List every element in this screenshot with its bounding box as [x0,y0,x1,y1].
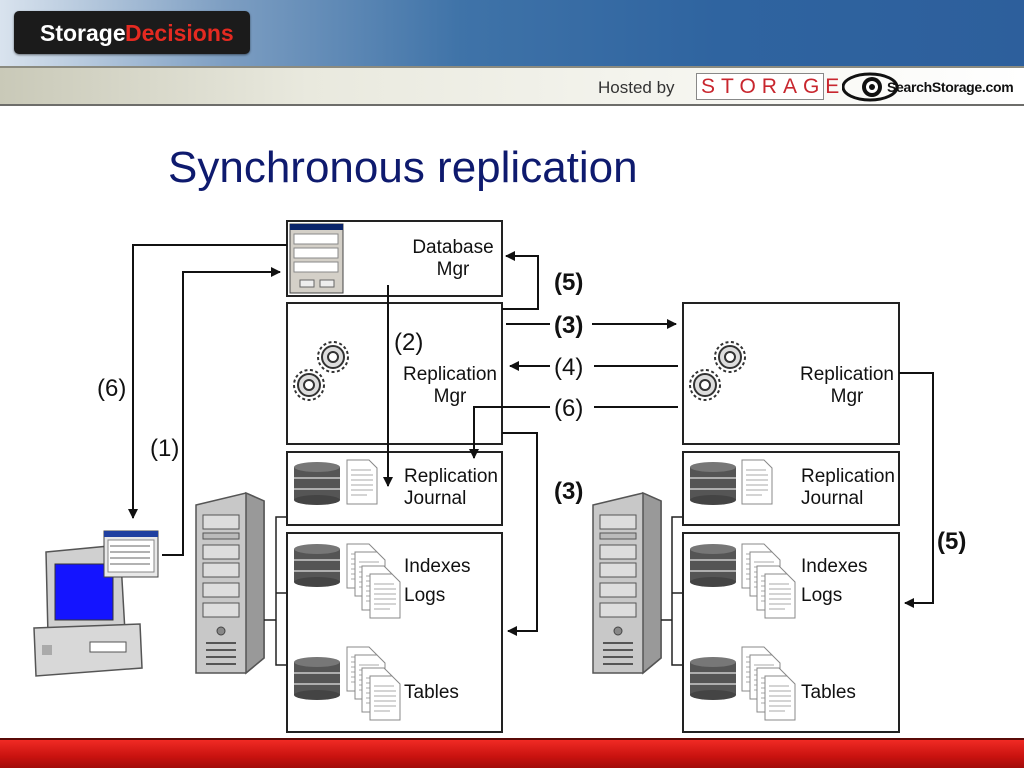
storage-magazine-logo: STORAGE [696,73,839,100]
searchstorage-logo-text: SearchStorage.com [887,79,1014,95]
label-line: Logs [801,585,842,606]
step-3-top-label: (3) [554,312,583,339]
footer-bar [0,738,1024,768]
step-5-top-label: (5) [554,269,583,296]
label-line: Mgr [434,386,467,407]
step-1-label: (1) [150,435,179,462]
label-line: Replication [403,364,497,385]
primary-tables-label: Tables [404,682,459,703]
hosted-by-label: Hosted by [598,78,675,97]
primary-replication-mgr-box [286,302,503,445]
step-2-label: (2) [394,329,423,356]
database-cylinder-icon [689,461,737,506]
database-cylinder-icon [689,543,737,588]
database-cylinder-icon [689,656,737,701]
database-cylinder-icon [293,461,341,506]
step-3-mid-label: (3) [554,478,583,505]
app-window-icon [289,223,344,294]
label-line: Indexes [801,556,868,577]
label-line: Replication [801,466,895,487]
label-line: Indexes [404,556,471,577]
top-banner: Storage Decisions [0,0,1024,66]
label-line: Mgr [831,386,864,407]
label-line: Logs [404,585,445,606]
database-cylinder-icon [293,543,341,588]
step-6-left-label: (6) [97,375,126,402]
storage-logo-text: STORAGE [701,75,846,98]
logo-word-decisions: Decisions [125,20,234,46]
label-line: Replication [404,466,498,487]
searchstorage-eye-icon [842,72,899,102]
step-5-right-label: (5) [937,528,966,555]
label-line: Replication [800,364,894,385]
label-line: Mgr [437,259,470,280]
label-line: Journal [404,488,466,509]
step-6-mid-label: (6) [554,395,583,422]
label-line: Journal [801,488,863,509]
storage-decisions-logo: Storage Decisions [14,11,250,54]
secondary-replication-mgr-box [682,302,900,445]
document-stack-icon [741,459,773,505]
sponsor-banner: Hosted by STORAGE SearchStorage.com [0,66,1024,106]
server-tower-icon [195,492,265,674]
server-tower-icon [592,492,662,674]
label-line: Database [412,237,493,258]
slide-title: Synchronous replication [168,143,638,192]
document-stack-icon [346,459,378,505]
step-4-label: (4) [554,354,583,381]
logo-word-storage: Storage [40,20,126,46]
app-window-icon [103,530,159,578]
database-cylinder-icon [293,656,341,701]
secondary-tables-label: Tables [801,682,856,703]
